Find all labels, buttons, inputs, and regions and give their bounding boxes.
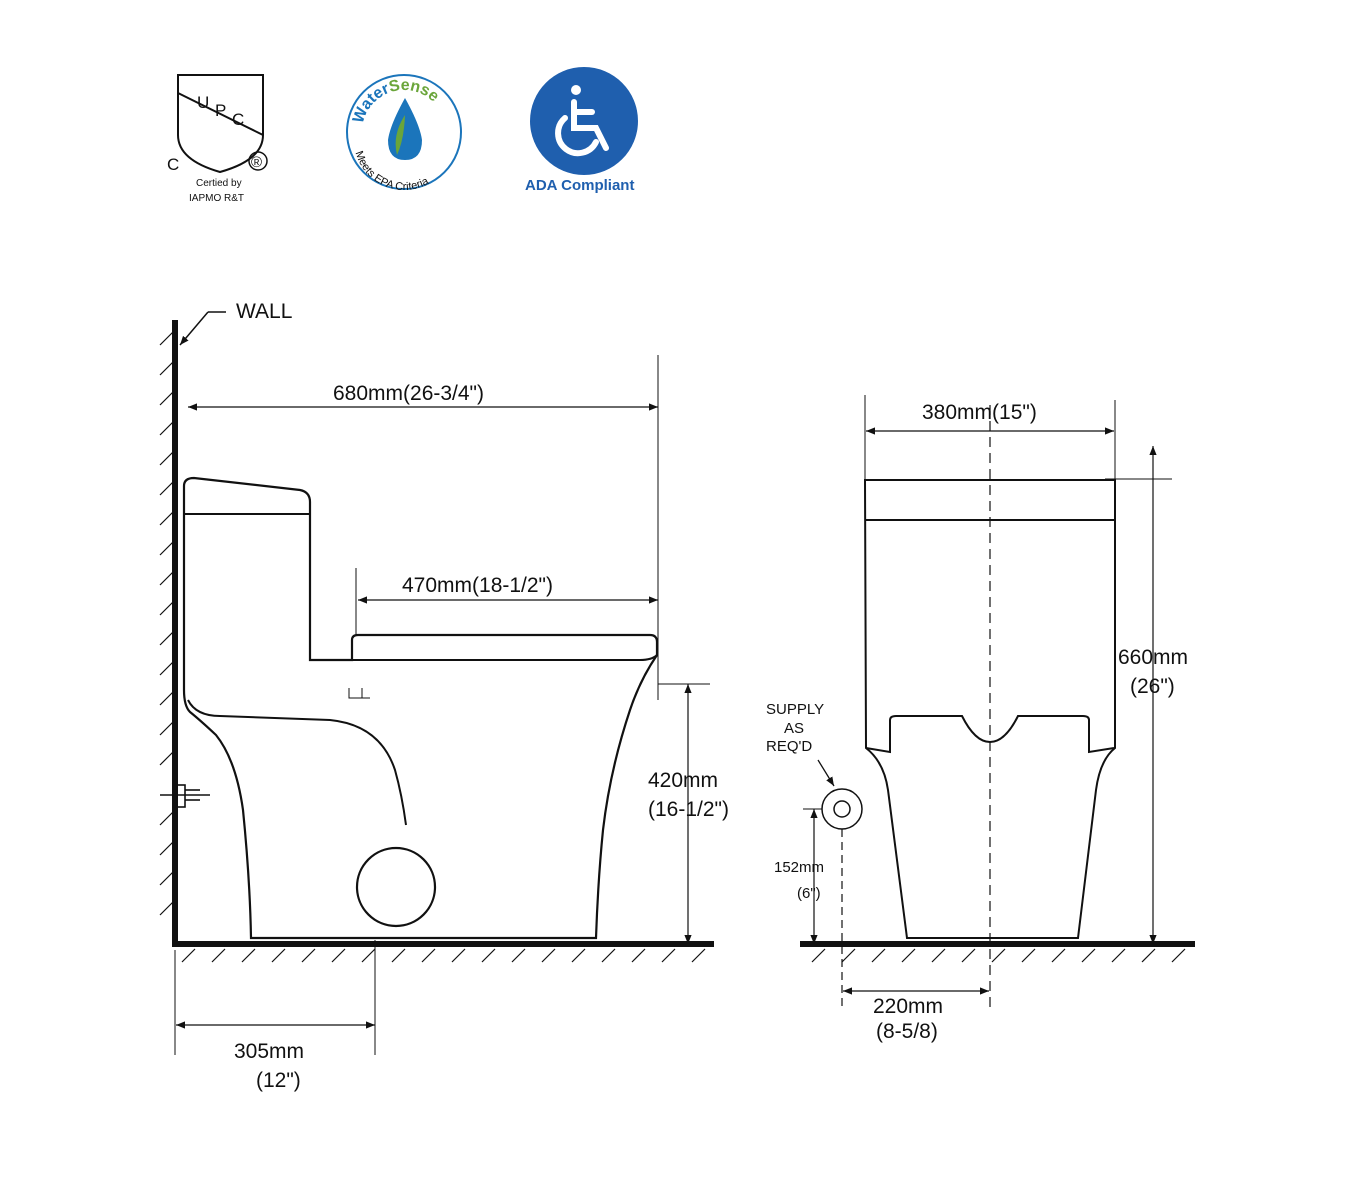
dim-overall-length: 680mm(26-3/4") (333, 382, 484, 405)
ada-badge (530, 67, 638, 175)
dim-overall-width: 380mm(15") (922, 401, 1037, 424)
supply-connection-icon (821, 788, 863, 830)
upc-letter-u: U (197, 93, 209, 112)
upc-registered-mark: ® (251, 154, 262, 171)
supply-valve-icon (160, 784, 210, 808)
trapway-opening (355, 846, 437, 928)
dim-seat-height-mm: 420mm (648, 769, 718, 792)
leaf-icon (395, 115, 405, 155)
toilet-side-outline (182, 476, 659, 940)
side-view-drawing: WALL 680mm(26-3/4") (159, 300, 729, 1092)
dim-seat-depth: 470mm(18-1/2") (402, 574, 553, 597)
upc-letter-c: C (232, 110, 244, 129)
wall-label: WALL (236, 300, 292, 323)
supply-label-line3: REQ'D (766, 738, 812, 755)
wheelchair-icon (555, 85, 609, 157)
watersense-logo: WaterSense Meets EPA Criteria (346, 74, 462, 193)
upc-certified-by: Certied by (196, 178, 242, 189)
dim-supply-offset-mm: 220mm (873, 995, 943, 1018)
dim-overall-height-in: (26") (1130, 675, 1175, 698)
upc-shield-icon (177, 74, 264, 174)
dim-supply-offset-in: (8-5/8) (876, 1020, 938, 1043)
front-floor-hatching (811, 948, 1186, 963)
ada-label: ADA Compliant (525, 177, 634, 194)
supply-label-line1: SUPPLY (766, 701, 824, 718)
seat-lid (352, 654, 658, 661)
upc-letter-p: P (215, 101, 226, 120)
wall-hatching (159, 331, 174, 916)
upc-iapmo: IAPMO R&T (189, 193, 244, 204)
dim-supply-height-mm: 152mm (774, 859, 824, 876)
dim-seat-height-in: (16-1/2") (648, 798, 729, 821)
upc-certification-logo: U P C C ® Certied by IAPMO R&T (167, 74, 268, 204)
floor-hatching (181, 948, 706, 963)
bowl-rim-curve (187, 699, 407, 826)
dim-rough-in-mm: 305mm (234, 1040, 304, 1063)
dim-overall-height-mm: 660mm (1118, 646, 1188, 669)
ada-compliant-logo: ADA Compliant (525, 67, 638, 194)
dim-rough-in-in: (12") (256, 1069, 301, 1092)
toilet-front-outline (863, 479, 1116, 939)
supply-label-line2: AS (784, 720, 804, 737)
upc-c-mark: C (167, 155, 179, 174)
dim-supply-height-in: (6") (797, 885, 821, 902)
front-view-drawing: 380mm(15") 660mm (26") SUPPLY AS REQ'D 1… (766, 395, 1195, 1043)
